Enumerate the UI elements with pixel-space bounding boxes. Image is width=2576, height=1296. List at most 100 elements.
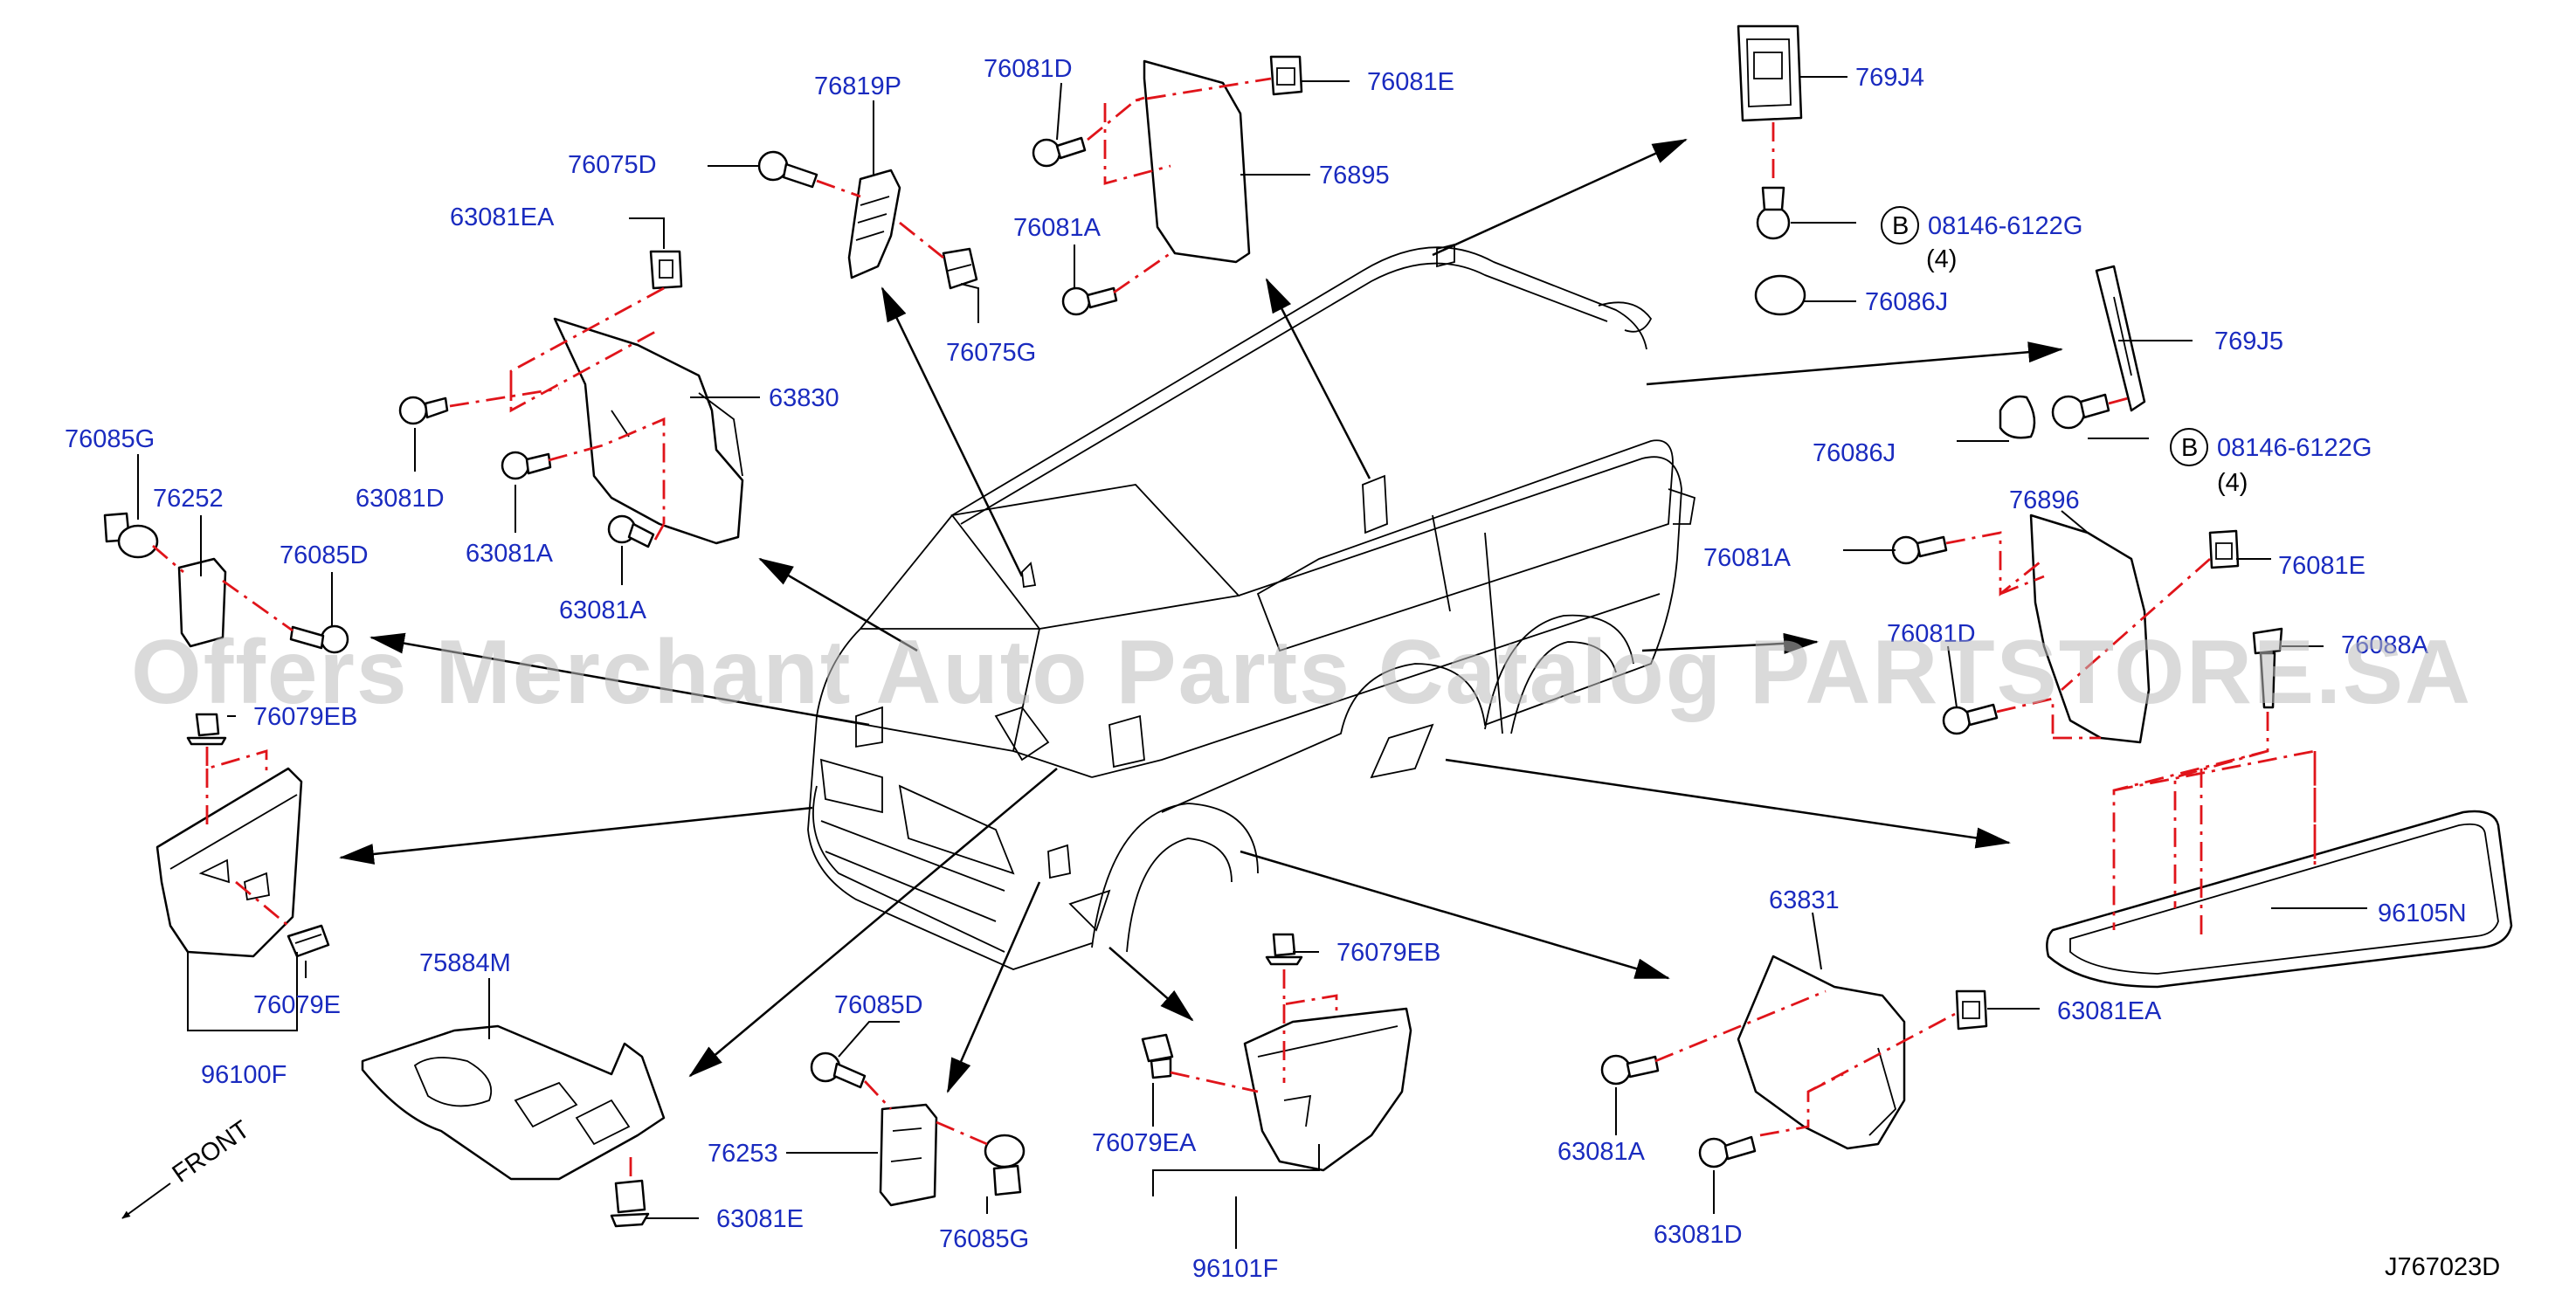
front-label: FRONT [168,1115,255,1189]
label-75884M: 75884M [419,949,511,977]
label-76086J-2: 76086J [1813,439,1896,467]
label-63081EA-br: 63081EA [2057,997,2162,1025]
label-08146-1: 08146-6122G [1928,212,2082,240]
part-76075D-screw [757,150,818,189]
leader-96101F [1170,969,1338,1093]
part-63081A-bolt-tl1 [501,451,552,480]
part-76253-hinge [879,1103,938,1207]
label-08146-2: 08146-6122G [2217,434,2372,462]
leader-96100F [205,747,289,927]
bolt-marker-circle-1 [1881,206,1919,245]
part-labels: 76819P 76075D 63081EA 63830 63081D 63081… [65,55,2500,1283]
front-indicator: FRONT [121,1115,255,1219]
part-08146-bolt-2 [2051,393,2110,430]
label-76085D-left: 76085D [280,541,369,569]
part-63081A-bolt-tl2 [607,514,655,548]
label-76079EB-left: 76079EB [253,703,357,731]
label-96101F: 96101F [1192,1255,1278,1283]
label-76819P: 76819P [814,72,901,100]
part-76079E-clip [287,924,330,958]
label-76253: 76253 [708,1140,778,1168]
part-76081A-bolt-right [1891,535,1948,565]
label-76088A: 76088A [2341,631,2429,659]
leader-63830 [449,286,666,541]
label-63081E: 63081E [716,1205,804,1233]
part-63081EA-clip-tl [649,250,683,290]
pointer-arrows [339,138,2063,1093]
label-96105N: 96105N [2378,900,2467,927]
part-96100F-bin [155,767,303,958]
part-76085D-screw-mid [810,1051,867,1089]
part-63081D-bolt-br [1698,1135,1757,1168]
part-63081D-bolt-tl [398,396,449,425]
bolt-marker-1: B [1892,212,1909,240]
part-76081E-clip-top [1269,55,1303,96]
part-76079EB-clip-left [186,713,227,746]
bolt-marker-2: B [2181,434,2198,462]
label-769J4: 769J4 [1855,64,1924,92]
part-63081A-bolt-br [1600,1054,1660,1086]
part-76081D-bolt-right [1942,703,1999,735]
label-63081D-br: 63081D [1654,1221,1743,1249]
part-63081EA-clip-br [1955,989,1988,1031]
label-769J5: 769J5 [2214,327,2283,355]
label-76081D-right: 76081D [1887,620,1976,648]
label-96100F: 96100F [201,1061,287,1089]
leader-76253 [863,1080,988,1146]
part-76085D-screw-left [289,624,349,654]
label-76075G: 76075G [946,339,1036,367]
part-76252-hinge [177,557,227,648]
label-63081D-tl: 63081D [356,485,445,513]
label-63081EA-tl: 63081EA [450,203,555,231]
van-outline [807,243,1696,970]
part-96101F-bin [1243,1007,1412,1172]
part-63831-shield [1737,955,1906,1150]
label-76081E-top: 76081E [1367,68,1454,96]
part-76079EA-clip [1141,1033,1174,1079]
leader-96105N [2112,712,2317,939]
leader-769J5 [2108,396,2132,405]
part-75884M-undercover [361,1024,666,1181]
watermark: Offers Merchant Auto Parts Catalog PARTS… [131,622,2472,723]
label-76081E-right: 76081E [2278,552,2365,580]
part-76896-panel [2029,514,2151,744]
label-76079E: 76079E [253,991,341,1019]
label-76081A-right: 76081A [1703,544,1792,572]
part-76085G-nut-mid [984,1134,1026,1196]
part-76086J-cap-1 [1754,274,1806,316]
part-76081D-bolt-top [1032,136,1087,168]
label-76895: 76895 [1319,162,1390,190]
label-63081A-tl1: 63081A [466,540,554,568]
part-96105N-mat [2046,810,2513,989]
part-76085G-nut-left [103,512,159,559]
part-76819P [847,169,901,279]
label-leaders [137,76,2367,1249]
bolt-marker-circle-2 [2170,428,2208,466]
label-76896: 76896 [2009,486,2080,514]
label-63081A-tl2: 63081A [559,596,647,624]
label-63081A-br: 63081A [1557,1138,1646,1166]
label-76085G-left: 76085G [65,425,155,453]
leader-76896 [1945,531,2211,740]
label-qty-2: (4) [2217,469,2248,497]
part-769J4 [1737,24,1803,122]
part-769J5 [2095,265,2146,412]
label-76079EA: 76079EA [1092,1129,1197,1157]
label-63831: 63831 [1769,886,1840,914]
label-76085D-mid: 76085D [834,991,923,1019]
part-76088A-clip [2252,627,2283,709]
part-08146-bolt-1 [1756,186,1791,240]
label-76081A-top: 76081A [1013,214,1102,242]
part-76081A-bolt-top [1061,286,1118,316]
leader-76252 [152,544,294,632]
label-qty-1: (4) [1926,245,1957,273]
leader-76819P [816,179,944,259]
diagram-code: J767023D [2385,1253,2500,1281]
leader-76895 [1087,77,1272,294]
label-76086J-1: 76086J [1865,288,1948,316]
part-76895-panel [1143,59,1251,264]
label-76075D: 76075D [568,151,657,179]
part-76079EB-clip-mid [1265,933,1303,966]
label-76081D-top: 76081D [984,55,1073,83]
